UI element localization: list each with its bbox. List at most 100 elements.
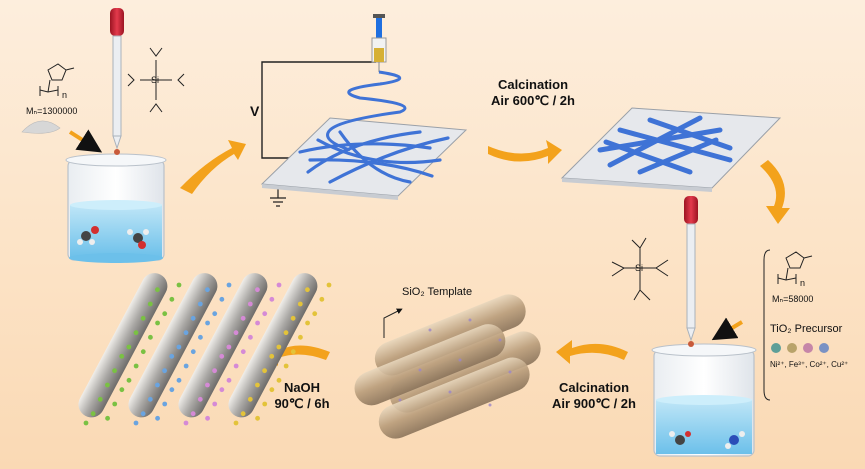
nanoparticle-dot [248,334,253,340]
pointer-line [383,308,403,338]
nanoparticle-dot [247,396,253,402]
nanoparticle-dot [255,320,260,326]
nanoparticle-dot [205,287,210,293]
nanoparticle-dot [269,296,275,302]
naoh-title: NaOH [283,380,321,395]
nanoparticle-dot [233,363,239,369]
calcination-1-condition: Air 600℃ / 2h [491,93,575,108]
process-arrow-1 [180,140,246,194]
nanoparticle-dot [212,401,218,407]
nanoparticle-dot [297,301,303,307]
nanoparticle-dot [162,311,168,317]
nanoparticle-dot [126,377,132,383]
nanoparticle-dot [319,296,325,302]
nanoparticle-dot [240,315,246,321]
molecule-icon [669,431,691,445]
molecule-icon [77,226,99,245]
ions-label: Ni²⁺, Fe³⁺, Co²⁺, Cu²⁺ [770,360,849,369]
si-label-2: Si [635,263,644,273]
naoh-condition: 90℃ / 6h [274,396,330,411]
nanoparticle-dot [240,349,246,355]
nanoparticle-dot [162,401,168,407]
nanoparticle-dot [169,353,175,359]
nanoparticle-dot [169,387,175,393]
nanoparticle-dot [190,349,196,355]
nanoparticle-dot [290,349,296,355]
sio2-template-label: SiO₂ Template [402,286,473,298]
nanoparticle-dot [212,368,217,374]
electrospinning-setup [260,14,468,207]
nanoparticle-dot [247,301,253,307]
process-arrow-5 [264,342,330,366]
nanoparticle-dot [112,401,118,407]
beaker-1 [65,153,167,263]
nanoparticle-dot [226,344,232,350]
voltage-label: V [250,103,260,119]
nanoparticle-dot [105,415,110,421]
nanoparticle-dot [155,320,160,326]
nanoparticle-dot [276,344,282,350]
nanoparticle-dot [155,287,160,293]
nanoparticle-dot [190,411,196,417]
process-arrow-3 [760,160,790,224]
nanoparticle-dot [133,363,139,369]
nanoparticle-dot [283,330,289,336]
nanoparticle-dot [140,349,146,355]
nanoparticle-dot [283,363,289,369]
polymer-powder [21,120,61,134]
nanoparticle-dot [233,420,239,426]
nanoparticle-dot [226,282,232,288]
nanoparticle-dot [226,377,232,383]
pvp-structure-1 [39,63,75,96]
nanoparticle-dot [155,415,160,421]
nanoparticle-dot [312,311,318,317]
nanoparticle-dot [298,334,303,340]
nanoparticle-dot [305,287,310,293]
naoh-treatment: NaOH 90℃ / 6h [262,380,342,412]
tio2-precursor-label: TiO₂ Precursor [770,323,843,335]
nanoparticle-dot [262,311,268,317]
nanoparticle-dot [255,382,260,388]
nanoparticle-dot [219,387,225,393]
nanoparticle-dot [276,282,282,288]
mw-label-1: Mₙ=1300000 [26,106,78,116]
nanoparticle-dot [212,311,218,317]
teos-structure-2 [611,237,669,301]
nanoparticle-dot [205,320,210,326]
nanoparticle-dot [148,334,153,340]
nanoparticle-dot [147,301,153,307]
ion-spheres [771,343,829,353]
nanoparticle-dot [197,301,203,307]
nanoparticle-dot [219,296,225,302]
si-label-1: Si [151,75,160,85]
nanoparticle-dot [233,330,239,336]
nanoparticle-dot [205,382,210,388]
nanoparticle-dot [176,282,182,288]
teos-structure-1 [127,47,185,113]
calcination-2-condition: Air 900℃ / 2h [552,396,636,411]
nanoparticle-dot [183,363,189,369]
nanoparticle-dot [190,315,196,321]
nanoparticle-dot [255,415,260,421]
pvp-n-2: n [800,278,806,288]
nanoparticle-dot [176,344,182,350]
nanoparticle-dot [290,315,296,321]
nanoparticle-dot [155,382,160,388]
small-arrow [68,129,103,153]
nanoparticle-dot [169,296,175,302]
nanoparticle-dot [126,344,132,350]
molecule-icon [127,229,149,249]
calcination-1: Calcination Air 600℃ / 2h [478,77,588,109]
nanoparticle-dot [198,334,203,340]
molecule-icon [725,431,745,449]
nanoparticle-dot [219,353,225,359]
nanoparticle-dot [97,396,103,402]
nanoparticle-dot [262,401,268,407]
nanoparticle-dot [83,420,89,426]
pvp-n-1: n [62,90,68,100]
nanoparticle-dot [240,411,246,417]
nanoparticle-dot [119,353,125,359]
nanoparticle-dot [205,415,210,421]
